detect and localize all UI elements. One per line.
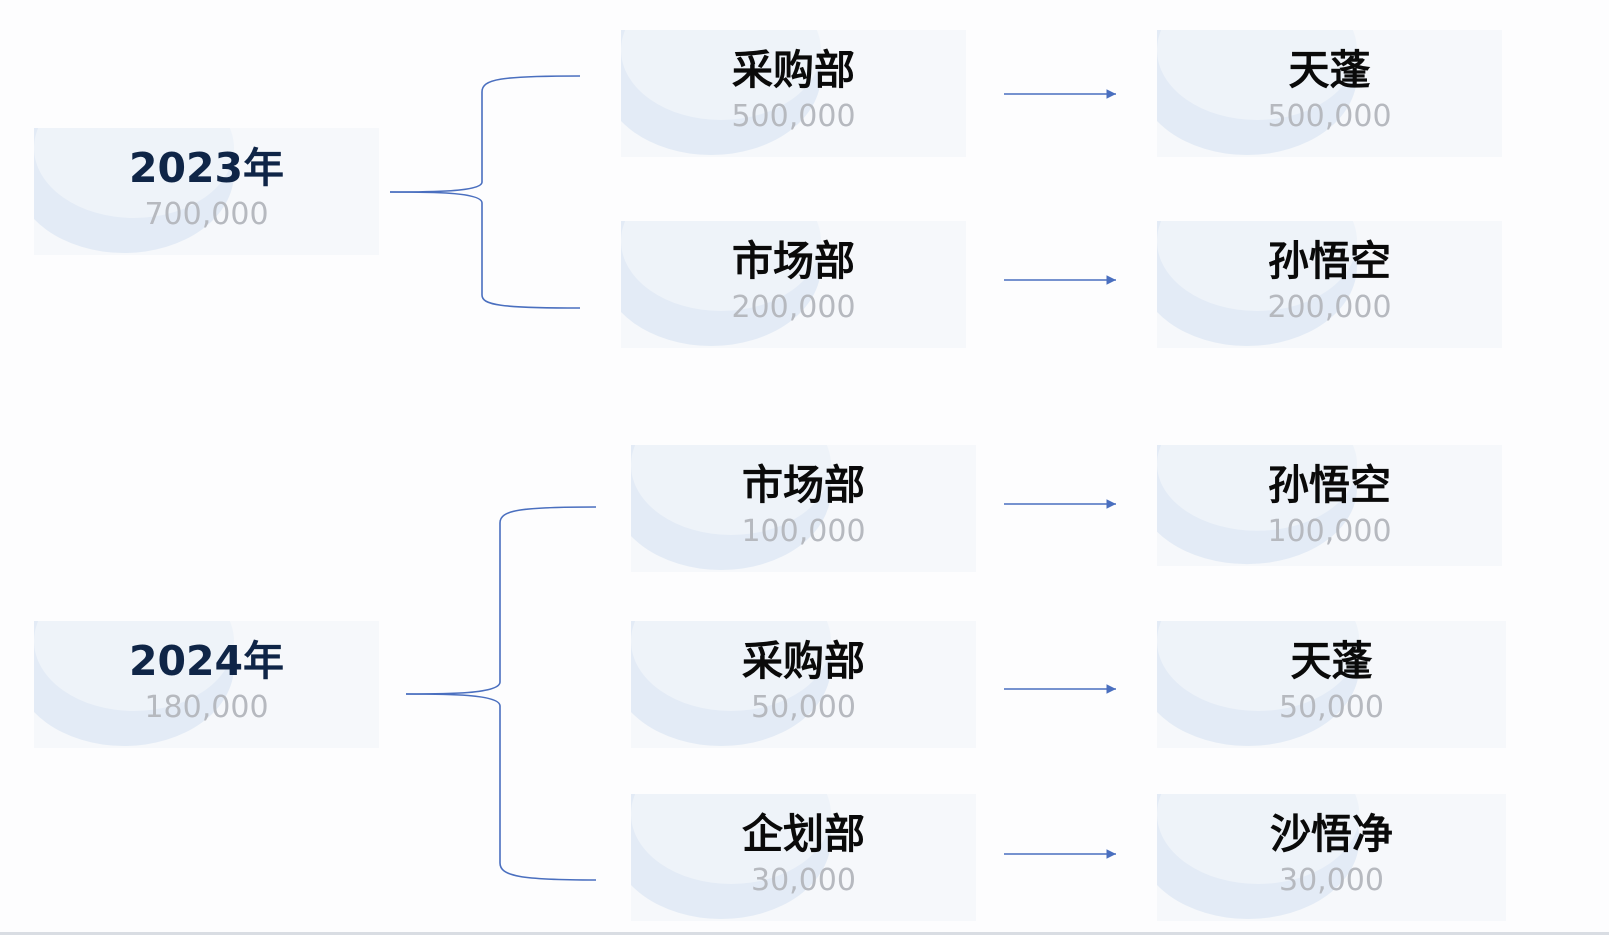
dept-card: 采购部 500,000: [621, 30, 966, 157]
dept-value: 500,000: [731, 99, 856, 134]
card-background: [631, 794, 831, 919]
person-value: 50,000: [1279, 690, 1384, 725]
card-background: [34, 621, 234, 746]
card-background: [1157, 30, 1357, 155]
person-card: 孙悟空 100,000: [1157, 445, 1502, 566]
dept-value: 200,000: [731, 290, 856, 325]
card-background: [631, 445, 831, 570]
person-value: 200,000: [1267, 290, 1392, 325]
dept-card: 市场部 100,000: [631, 445, 976, 572]
person-label: 孙悟空: [1268, 237, 1391, 285]
card-background: [1157, 221, 1357, 346]
person-card: 天蓬 500,000: [1157, 30, 1502, 157]
person-label: 孙悟空: [1268, 461, 1391, 509]
person-value: 500,000: [1267, 99, 1392, 134]
dept-card: 采购部 50,000: [631, 621, 976, 748]
year-label: 2024年: [128, 637, 285, 685]
card-background: [631, 621, 831, 746]
dept-label: 企划部: [742, 810, 865, 858]
card-background: [621, 30, 821, 155]
dept-value: 30,000: [751, 863, 856, 898]
card-background: [621, 221, 821, 346]
person-label: 天蓬: [1288, 46, 1371, 94]
dept-label: 采购部: [742, 637, 865, 685]
person-value: 100,000: [1267, 514, 1392, 549]
year-card-2024: 2024年 180,000: [34, 621, 379, 748]
year-label: 2023年: [128, 144, 285, 192]
bracket-2024-upper: [405, 506, 597, 695]
dept-label: 采购部: [732, 46, 855, 94]
person-card: 天蓬 50,000: [1157, 621, 1506, 748]
year-value: 180,000: [144, 690, 269, 725]
person-label: 沙悟净: [1270, 810, 1393, 858]
card-background: [1157, 621, 1360, 746]
person-label: 天蓬: [1290, 637, 1373, 685]
year-card-2023: 2023年 700,000: [34, 128, 379, 255]
bracket-2024-lower: [405, 693, 597, 881]
dept-label: 市场部: [732, 237, 855, 285]
bracket-2023: [389, 75, 581, 193]
person-card: 孙悟空 200,000: [1157, 221, 1502, 348]
card-background: [1157, 445, 1357, 565]
bracket-2023-lower: [389, 191, 581, 309]
card-background: [34, 128, 234, 253]
dept-card: 企划部 30,000: [631, 794, 976, 921]
year-value: 700,000: [144, 197, 269, 232]
person-value: 30,000: [1279, 863, 1384, 898]
bottom-divider: [0, 932, 1609, 935]
card-background: [1157, 794, 1360, 919]
dept-value: 50,000: [751, 690, 856, 725]
dept-value: 100,000: [741, 514, 866, 549]
dept-label: 市场部: [742, 461, 865, 509]
dept-card: 市场部 200,000: [621, 221, 966, 348]
person-card: 沙悟净 30,000: [1157, 794, 1506, 921]
